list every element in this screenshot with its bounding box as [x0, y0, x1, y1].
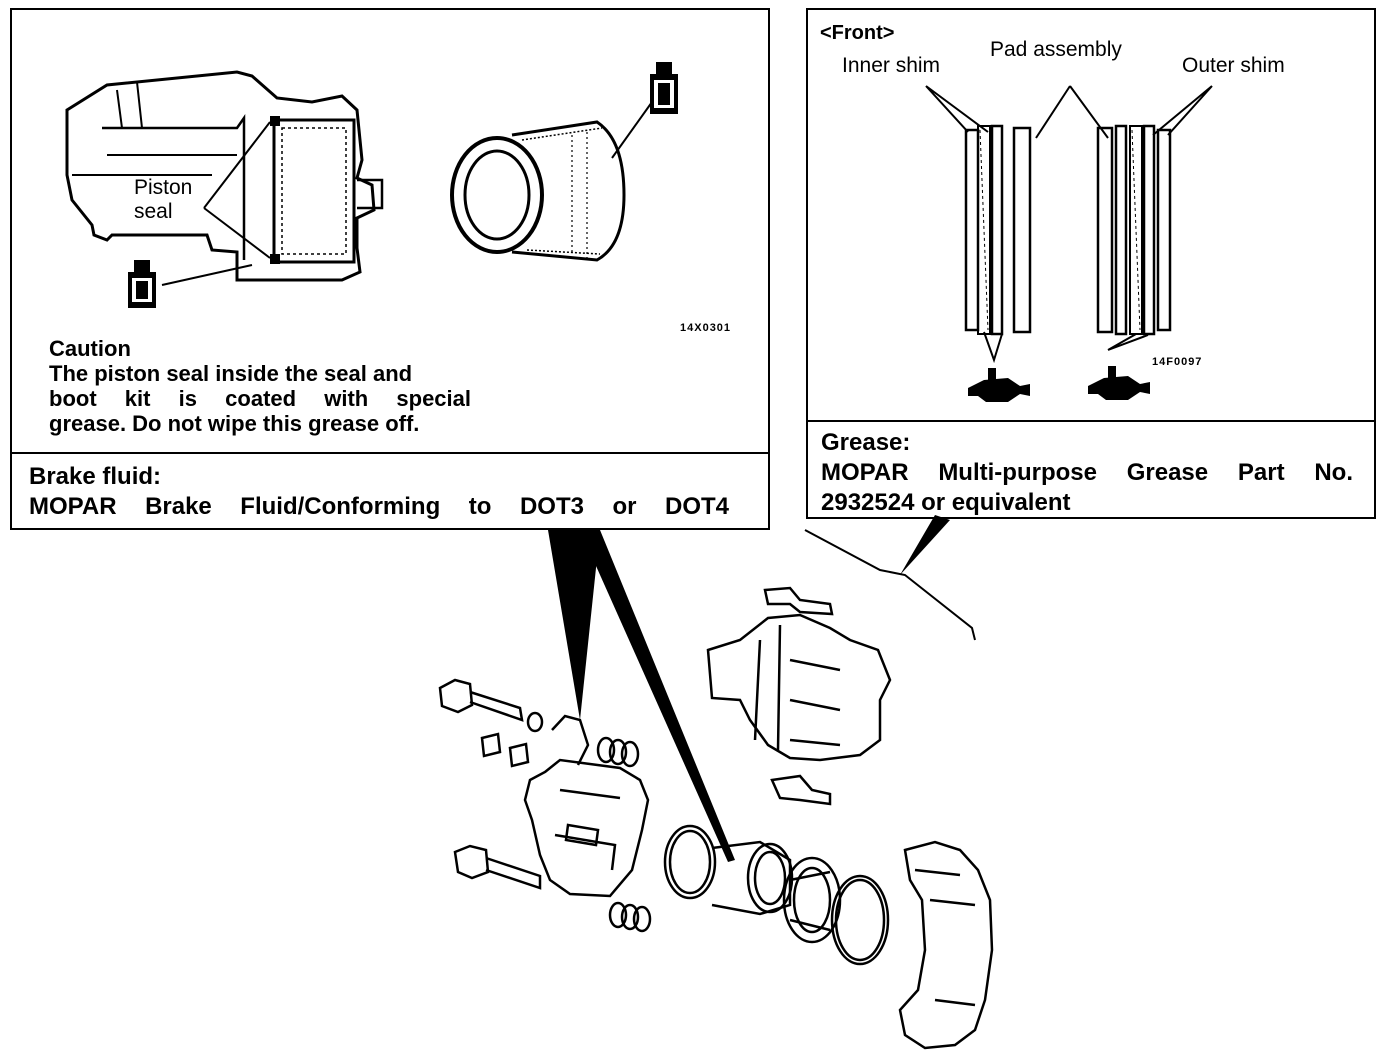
pad-and-shim-illustration — [925, 85, 1213, 402]
pad-assembly-label: Pad assembly — [990, 38, 1122, 61]
caution-title: Caution — [49, 336, 131, 361]
spec-value: MOPAR Brake Fluid/Conforming to DOT3 or … — [29, 493, 729, 520]
piston-illustration — [450, 120, 626, 262]
caution-note: Caution The piston seal inside the seal … — [49, 336, 471, 436]
grease-spec: Grease: MOPAR Multi-purpose Grease Part … — [821, 428, 1353, 518]
caliper-piston-cross-section-illustration — [65, 62, 678, 308]
figure-code: 14X0301 — [680, 322, 732, 334]
panel-divider — [12, 452, 768, 454]
piston-seal-label: Piston seal — [134, 176, 193, 223]
outer-shim-label: Outer shim — [1182, 54, 1285, 77]
brake-fluid-callout-panel: Piston seal 14X0301 Caution The piston s… — [10, 8, 770, 530]
caution-line: grease. Do not wipe this grease off. — [49, 411, 420, 436]
brake-fluid-bottle-icon — [650, 62, 678, 114]
spec-title: Brake fluid: — [29, 463, 162, 490]
brake-fluid-spec: Brake fluid: MOPAR Brake Fluid/Conformin… — [29, 462, 729, 522]
front-heading: <Front> — [820, 22, 895, 44]
panel-divider — [808, 420, 1374, 422]
caution-line: boot kit is coated with special — [49, 386, 471, 411]
spec-value: MOPAR Multi-purpose Grease Part No. — [821, 459, 1353, 486]
grease-tube-icon — [968, 368, 1030, 402]
spec-title: Grease: — [821, 429, 911, 456]
grease-callout-panel: <Front> Inner shim Pad assembly Outer sh… — [806, 8, 1376, 519]
caution-line: The piston seal inside the seal and — [49, 361, 413, 386]
figure-code: 14F0097 — [1152, 356, 1203, 368]
spec-value: 2932524 or equivalent — [821, 489, 1071, 516]
grease-tube-icon — [1088, 366, 1150, 400]
brake-fluid-bottle-icon — [128, 260, 156, 308]
inner-shim-label: Inner shim — [842, 54, 941, 77]
